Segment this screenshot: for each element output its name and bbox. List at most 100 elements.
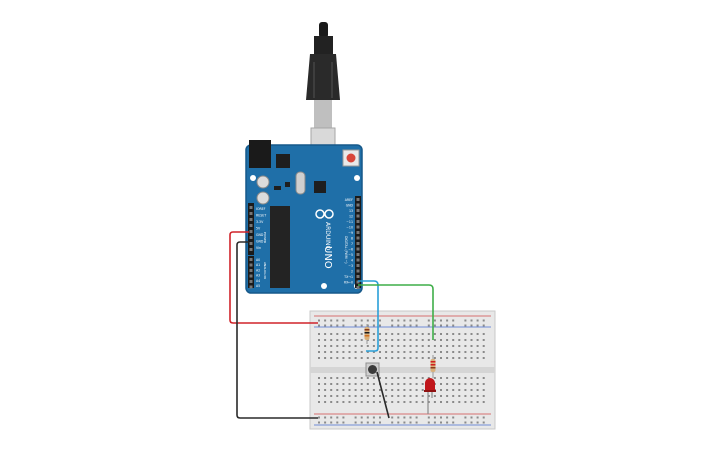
breadboard-hole[interactable]: [372, 389, 375, 391]
breadboard-hole[interactable]: [440, 416, 442, 419]
breadboard-hole[interactable]: [427, 351, 430, 353]
breadboard-hole[interactable]: [482, 421, 485, 424]
breadboard-hole[interactable]: [354, 401, 357, 403]
breadboard-hole[interactable]: [379, 395, 381, 397]
breadboard-hole[interactable]: [379, 357, 381, 359]
breadboard-hole[interactable]: [433, 395, 436, 397]
breadboard-hole[interactable]: [354, 416, 357, 419]
breadboard-hole[interactable]: [482, 319, 485, 322]
breadboard-hole[interactable]: [440, 339, 442, 341]
breadboard-hole[interactable]: [318, 377, 320, 379]
breadboard-hole[interactable]: [342, 401, 345, 403]
breadboard-hole[interactable]: [409, 357, 412, 359]
breadboard-hole[interactable]: [476, 351, 479, 353]
breadboard-hole[interactable]: [397, 339, 400, 341]
breadboard-hole[interactable]: [427, 324, 430, 327]
breadboard-hole[interactable]: [482, 324, 485, 327]
breadboard-hole[interactable]: [409, 389, 412, 391]
breadboard-hole[interactable]: [360, 416, 363, 419]
breadboard-hole[interactable]: [385, 377, 388, 379]
breadboard-hole[interactable]: [391, 421, 394, 424]
breadboard-hole[interactable]: [342, 421, 345, 424]
breadboard-hole[interactable]: [440, 324, 442, 327]
breadboard-hole[interactable]: [409, 319, 412, 322]
breadboard-hole[interactable]: [415, 333, 418, 335]
header-pin[interactable]: [356, 253, 360, 256]
breadboard-hole[interactable]: [446, 324, 449, 327]
header-pin[interactable]: [249, 280, 253, 283]
breadboard-hole[interactable]: [440, 333, 442, 335]
breadboard-hole[interactable]: [391, 333, 394, 335]
breadboard-hole[interactable]: [458, 357, 461, 359]
breadboard-hole[interactable]: [342, 345, 345, 347]
breadboard-hole[interactable]: [452, 377, 455, 379]
breadboard-hole[interactable]: [391, 377, 394, 379]
breadboard-hole[interactable]: [403, 345, 406, 347]
breadboard-hole[interactable]: [458, 395, 461, 397]
breadboard-hole[interactable]: [348, 351, 351, 353]
breadboard-hole[interactable]: [397, 389, 400, 391]
breadboard-hole[interactable]: [470, 345, 473, 347]
breadboard-hole[interactable]: [360, 339, 363, 341]
breadboard-hole[interactable]: [397, 421, 400, 424]
header-pin[interactable]: [249, 224, 253, 227]
breadboard-hole[interactable]: [366, 377, 369, 379]
breadboard-hole[interactable]: [458, 401, 461, 403]
breadboard-hole[interactable]: [421, 377, 424, 379]
breadboard-hole[interactable]: [366, 339, 369, 341]
breadboard-hole[interactable]: [330, 357, 333, 359]
breadboard-hole[interactable]: [318, 383, 320, 385]
breadboard-hole[interactable]: [403, 389, 406, 391]
breadboard-hole[interactable]: [342, 339, 345, 341]
breadboard-hole[interactable]: [476, 416, 479, 419]
breadboard-hole[interactable]: [391, 395, 394, 397]
breadboard-hole[interactable]: [354, 395, 357, 397]
breadboard-hole[interactable]: [415, 357, 418, 359]
breadboard-hole[interactable]: [427, 345, 430, 347]
breadboard-hole[interactable]: [372, 351, 375, 353]
breadboard-hole[interactable]: [415, 383, 418, 385]
breadboard-hole[interactable]: [330, 383, 333, 385]
breadboard-hole[interactable]: [379, 324, 381, 327]
breadboard-hole[interactable]: [330, 319, 333, 322]
breadboard-hole[interactable]: [409, 421, 412, 424]
breadboard-hole[interactable]: [366, 383, 369, 385]
breadboard-hole[interactable]: [372, 345, 375, 347]
breadboard-hole[interactable]: [403, 351, 406, 353]
breadboard-hole[interactable]: [348, 401, 351, 403]
black-wire-gnd[interactable]: [236, 241, 318, 419]
breadboard-hole[interactable]: [458, 339, 461, 341]
breadboard-hole[interactable]: [482, 377, 485, 379]
breadboard-hole[interactable]: [385, 395, 388, 397]
breadboard-hole[interactable]: [415, 351, 418, 353]
breadboard-hole[interactable]: [440, 351, 442, 353]
breadboard-hole[interactable]: [360, 401, 363, 403]
breadboard-hole[interactable]: [470, 319, 473, 322]
breadboard-hole[interactable]: [397, 395, 400, 397]
breadboard-hole[interactable]: [452, 389, 455, 391]
breadboard-hole[interactable]: [464, 401, 467, 403]
breadboard-hole[interactable]: [385, 333, 388, 335]
breadboard-hole[interactable]: [342, 324, 345, 327]
breadboard-hole[interactable]: [385, 357, 388, 359]
breadboard-hole[interactable]: [354, 421, 357, 424]
breadboard-hole[interactable]: [446, 421, 449, 424]
breadboard-hole[interactable]: [421, 339, 424, 341]
breadboard-hole[interactable]: [324, 357, 327, 359]
breadboard-hole[interactable]: [452, 383, 455, 385]
breadboard-hole[interactable]: [379, 421, 381, 424]
breadboard-hole[interactable]: [427, 319, 430, 322]
breadboard-hole[interactable]: [391, 357, 394, 359]
header-pin[interactable]: [249, 236, 253, 239]
breadboard-hole[interactable]: [354, 339, 357, 341]
arduino-uno-board[interactable]: ARDUINO UNO DIGITAL (PWM ~) POWER ANALOG…: [245, 140, 363, 294]
breadboard-hole[interactable]: [476, 324, 479, 327]
breadboard-hole[interactable]: [324, 339, 327, 341]
breadboard-hole[interactable]: [403, 357, 406, 359]
resistor-1[interactable]: [364, 324, 370, 344]
breadboard-hole[interactable]: [482, 389, 485, 391]
breadboard-hole[interactable]: [379, 333, 381, 335]
breadboard-hole[interactable]: [336, 345, 339, 347]
breadboard-hole[interactable]: [458, 333, 461, 335]
breadboard-hole[interactable]: [336, 351, 339, 353]
